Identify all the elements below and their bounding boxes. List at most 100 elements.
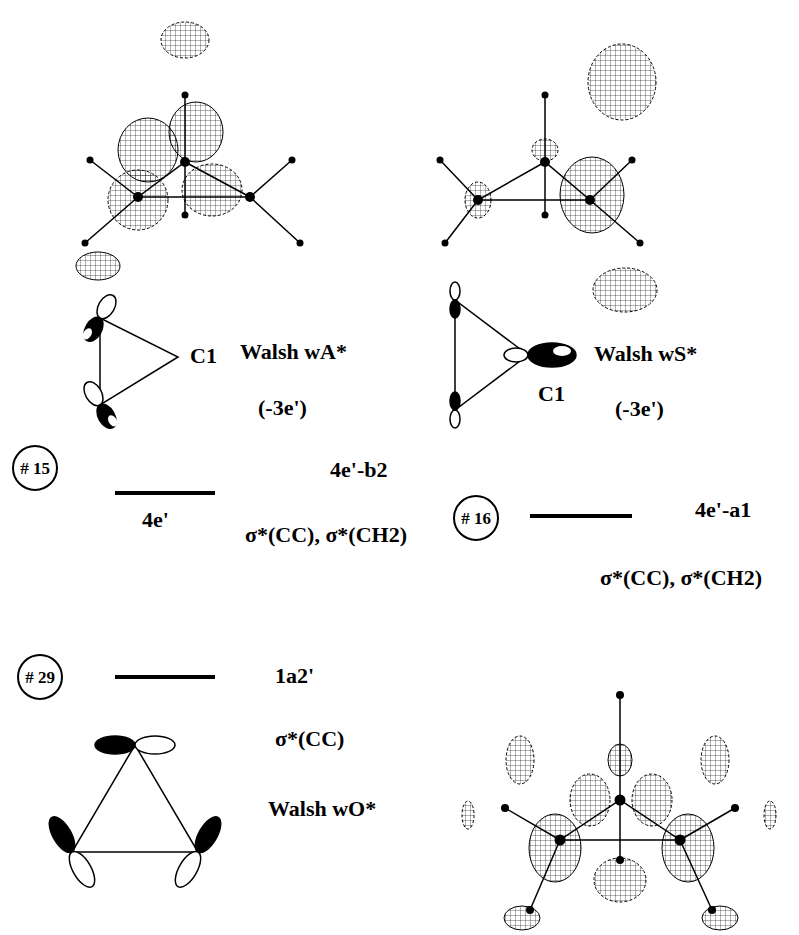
orbital-plot [437, 44, 658, 312]
highlight [81, 327, 94, 341]
open-lobe [450, 282, 460, 300]
carbon-atom [180, 157, 190, 167]
negative-lobe [161, 22, 209, 58]
carbon-atom [585, 195, 595, 205]
open-lobe [450, 410, 460, 428]
hydrogen-atom [82, 240, 89, 247]
orbital-label: C1 [538, 382, 565, 406]
energy-level [115, 491, 215, 495]
negative-lobe [506, 736, 534, 784]
orbital-label: σ*(CC), σ*(CH2) [600, 566, 762, 590]
highlight [106, 414, 119, 428]
orbital-label: (-3e') [615, 397, 664, 421]
open-lobe [135, 736, 175, 754]
orbital-label: Walsh wS* [594, 342, 697, 366]
hydrogen-atom [731, 804, 739, 812]
atoms [82, 92, 304, 247]
orbital-label: C1 [190, 344, 217, 368]
positive-lobe [76, 252, 120, 280]
negative-lobe [593, 268, 657, 312]
negative-lobe [588, 44, 656, 120]
hydrogen-atom [437, 157, 444, 164]
callout-number: # 29 [25, 669, 55, 686]
energy-level [115, 675, 215, 679]
negative-lobe [182, 164, 242, 216]
orbital-label: 4e' [142, 508, 169, 532]
energy-level [530, 514, 632, 518]
shaded-lobe [44, 813, 80, 857]
carbon-atom [473, 195, 483, 205]
molecule-skeleton [440, 95, 640, 243]
p-orbital [80, 291, 120, 344]
callout-number: # 15 [20, 460, 50, 477]
walsh-cartoon [450, 282, 576, 428]
negative-lobe [462, 801, 474, 829]
hydrogen-atom [629, 157, 636, 164]
hydrogen-atom [542, 212, 549, 219]
hydrogen-atom [182, 212, 189, 219]
orbital-label: 4e'-a1 [695, 498, 751, 522]
shaded-lobe [190, 813, 226, 857]
shaded-lobe [450, 392, 460, 410]
carbon-atom [675, 835, 686, 846]
bond-lines [505, 695, 735, 910]
negative-lobe [764, 801, 776, 829]
highlight [553, 346, 571, 356]
orbital-label: (-3e') [258, 396, 307, 420]
orbital-label: Walsh wO* [268, 797, 376, 821]
hydrogen-atom [708, 906, 716, 914]
molecule-skeleton [85, 95, 300, 243]
bond-lines [85, 95, 300, 243]
negative-lobe [570, 774, 610, 826]
shaded-lobe [528, 343, 576, 367]
carbon-atom [245, 192, 255, 202]
orbital-label: Walsh wA* [240, 340, 347, 364]
p-orbital [504, 343, 576, 367]
orbital-label: σ*(CC), σ*(CH2) [245, 523, 407, 547]
carbon-atom [540, 157, 550, 167]
molecule-skeleton [505, 695, 735, 910]
p-orbital [170, 813, 226, 891]
hydrogen-atom [87, 157, 94, 164]
p-orbital [450, 282, 460, 318]
hydrogen-atom [297, 240, 304, 247]
hydrogen-atom [289, 157, 296, 164]
p-orbital [95, 736, 175, 754]
ring-triangle [72, 745, 198, 852]
p-orbital [80, 378, 120, 431]
hydrogen-atom [616, 691, 624, 699]
positive-lobe [504, 906, 540, 930]
hydrogen-atom [542, 92, 549, 99]
atoms [501, 691, 739, 914]
positive-lobe [529, 814, 581, 882]
p-orbital [450, 392, 460, 428]
atoms [437, 92, 644, 247]
callout-circle: # 29 [17, 654, 63, 700]
orbital-plot [76, 22, 304, 280]
orbital-plot [462, 691, 776, 930]
open-lobe [170, 848, 206, 892]
orbital-label: 1a2' [275, 664, 314, 688]
shaded-lobe [93, 401, 120, 432]
ring-triangle [455, 300, 528, 410]
carbon-atom [133, 192, 143, 202]
negative-lobe [632, 774, 672, 826]
hydrogen-atom [182, 92, 189, 99]
hydrogen-atom [616, 856, 624, 864]
bond-lines [440, 95, 640, 243]
open-lobe [504, 348, 528, 362]
carbon-atom [555, 835, 566, 846]
walsh-cartoon [80, 291, 178, 431]
ring-triangle [100, 318, 178, 405]
orbital-label: 4e'-b2 [330, 458, 387, 482]
shaded-lobe [450, 300, 460, 318]
carbon-atom [615, 795, 626, 806]
callout-circle: # 16 [453, 495, 499, 541]
shaded-lobe [95, 736, 135, 754]
negative-lobe [594, 858, 646, 902]
positive-lobe [702, 906, 738, 930]
walsh-cartoon [44, 736, 226, 891]
